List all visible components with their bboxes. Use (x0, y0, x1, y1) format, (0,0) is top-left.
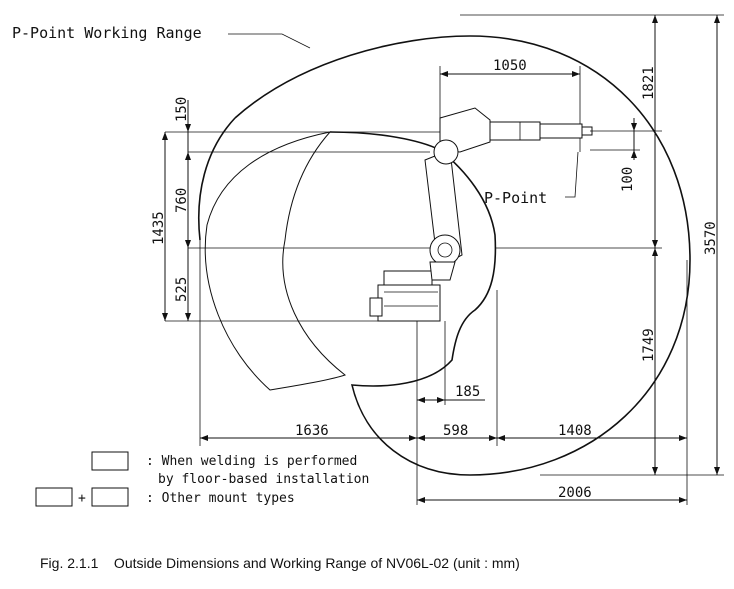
working-range-label: P-Point Working Range (12, 24, 202, 42)
legend: : When welding is performed by floor-bas… (35, 451, 369, 507)
dim-150: 150 (174, 97, 190, 122)
dim-1636: 1636 (295, 423, 329, 439)
dim-1821: 1821 (641, 66, 657, 100)
dim-1435: 1435 (151, 211, 167, 245)
dim-598: 598 (443, 423, 468, 439)
bottom-dimension-lines (199, 240, 688, 505)
legend-floor-line1: : When welding is performed (146, 454, 357, 469)
robot-base (369, 270, 441, 322)
p-point-leader (565, 151, 579, 198)
robot-lower-arm (424, 149, 463, 281)
legend-blank-box-2 (91, 487, 129, 507)
legend-plus: + (78, 491, 86, 506)
legend-hatched-box (35, 487, 73, 507)
legend-blank-box (91, 451, 129, 471)
dim-760: 760 (174, 188, 190, 213)
working-range-envelope-left (197, 117, 236, 241)
dim-525: 525 (174, 277, 190, 302)
dim-1050-lines (439, 66, 581, 124)
hatched-zone (204, 131, 347, 391)
p-point-label: P-Point (484, 189, 547, 207)
legend-other: : Other mount types (146, 491, 295, 506)
left-reference-lines (162, 100, 440, 322)
figure-caption: Fig. 2.1.1 Outside Dimensions and Workin… (40, 555, 520, 571)
dim-2006: 2006 (558, 485, 592, 501)
dim-1050: 1050 (493, 58, 527, 74)
dim-100: 100 (620, 167, 636, 192)
legend-floor-line2: by floor-based installation (158, 472, 369, 487)
right-dimension-lines (460, 14, 724, 476)
dim-185: 185 (455, 384, 480, 400)
dim-1408: 1408 (558, 423, 592, 439)
working-range-envelope (234, 35, 691, 476)
robot-upper-arm (433, 107, 593, 165)
dim-1749: 1749 (641, 328, 657, 362)
working-range-leader (228, 33, 311, 49)
dim-3570: 3570 (703, 221, 719, 255)
